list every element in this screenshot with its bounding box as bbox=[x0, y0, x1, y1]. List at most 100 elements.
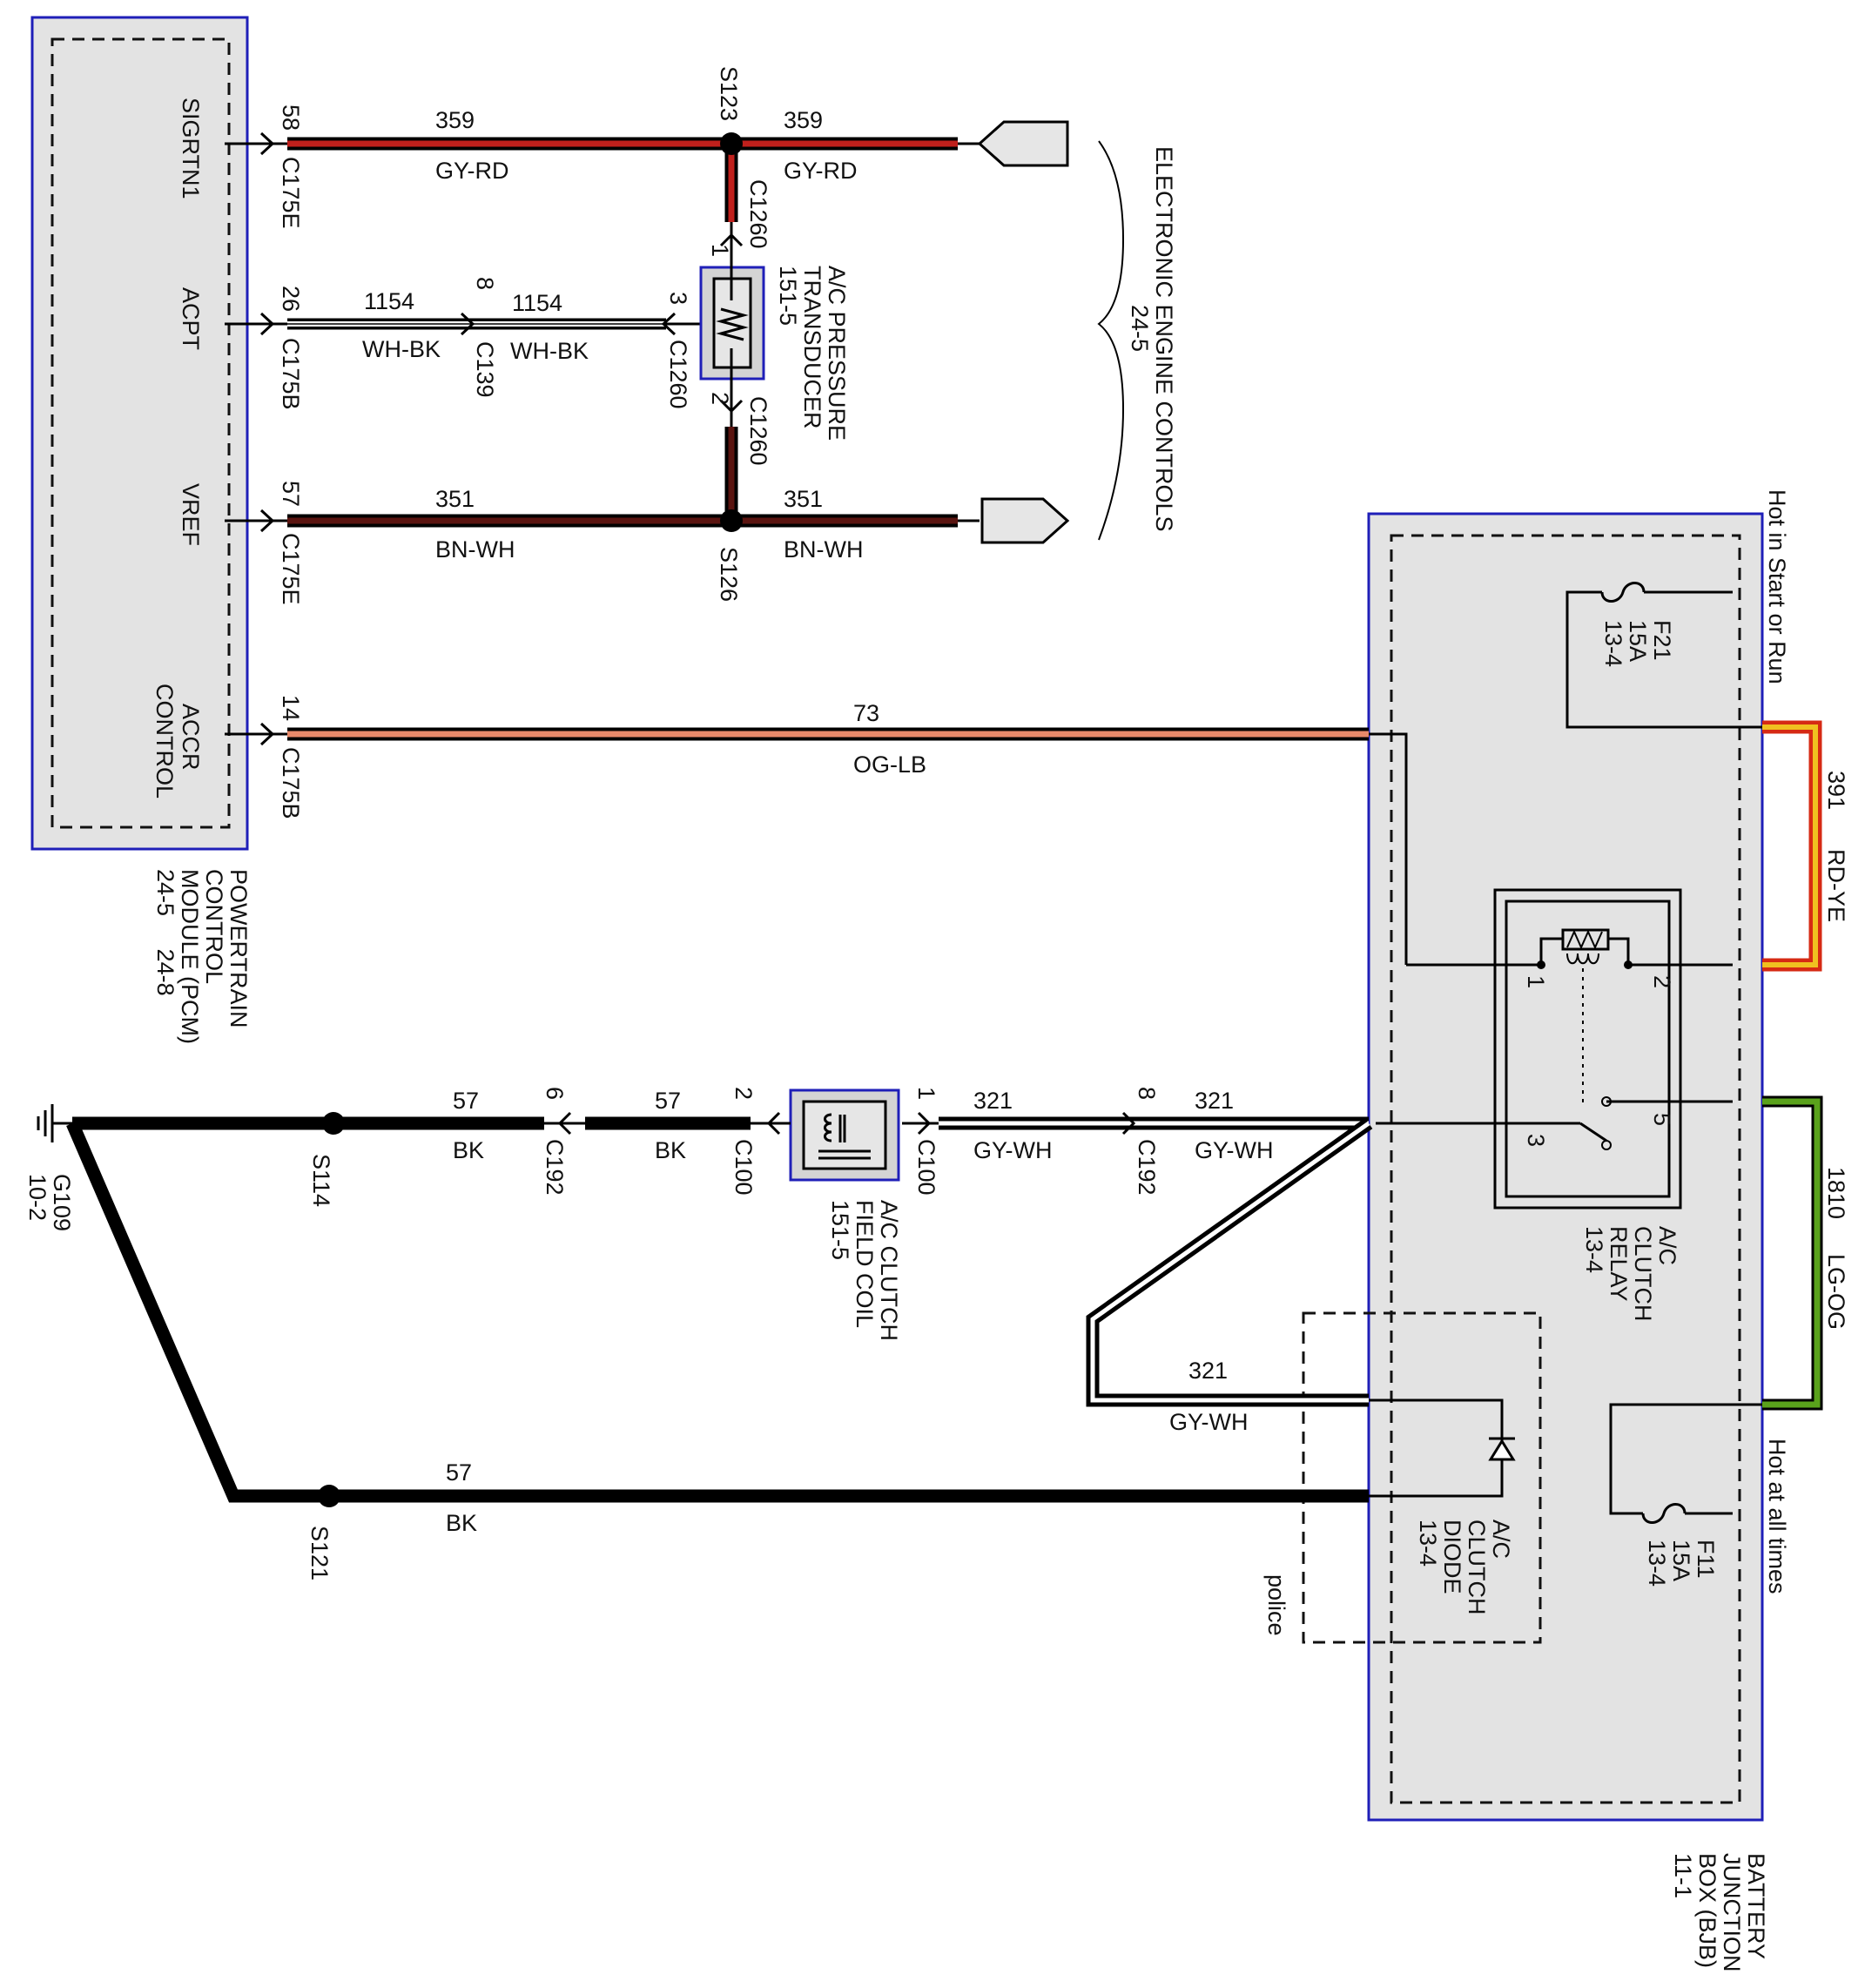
c139-label: C139 bbox=[472, 341, 498, 398]
fuse-f11-icon bbox=[1641, 1503, 1687, 1524]
wire-321-color-2: GY-WH bbox=[1195, 1137, 1274, 1163]
transducer-name-2: TRANSDUCER bbox=[799, 266, 825, 429]
wire-351-circuit-right: 351 bbox=[784, 486, 823, 512]
pcm-pin-stubs bbox=[225, 131, 287, 746]
pcm-pin-vref: VREF bbox=[178, 483, 204, 546]
pcm-box bbox=[30, 16, 249, 851]
wire-321-circuit-2: 321 bbox=[1195, 1088, 1234, 1114]
relay-name-4: 13-4 bbox=[1581, 1226, 1607, 1273]
wire-57-circuit-2: 57 bbox=[655, 1088, 681, 1114]
pcm-pin-58: 58 bbox=[278, 104, 304, 131]
pcm-module: SIGRTN1 ACPT VREF ACCR CONTROL POWERTRAI… bbox=[30, 16, 252, 1044]
bjb-name-1: BATTERY bbox=[1743, 1853, 1769, 1959]
fuse-f11-ref: 13-4 bbox=[1644, 1540, 1670, 1587]
pcm-pin-57: 57 bbox=[278, 481, 304, 507]
wire-1154-color-right: WH-BK bbox=[510, 338, 589, 364]
ac-pressure-transducer: A/C PRESSURE TRANSDUCER 151-5 bbox=[699, 266, 850, 441]
police-label: police bbox=[1263, 1574, 1289, 1636]
pcm-connector-labels: 58 C175E 26 C175B 57 C175E 14 C175B bbox=[278, 104, 304, 819]
clutch-coil-name-3: 151-5 bbox=[827, 1200, 853, 1260]
fuse-f11-rating: 15A bbox=[1668, 1540, 1694, 1581]
ground-icon bbox=[37, 1104, 54, 1142]
diode-name-3: DIODE bbox=[1439, 1520, 1465, 1594]
pcm-name-4: 24-5 24-8 bbox=[152, 869, 178, 996]
wire-359-circuit-left: 359 bbox=[435, 107, 475, 133]
ground-name: G109 bbox=[49, 1174, 75, 1231]
s114-label: S114 bbox=[308, 1154, 334, 1207]
pcm-conn-c175e-2: C175E bbox=[278, 533, 304, 605]
pcm-conn-c175b-2: C175B bbox=[278, 747, 304, 819]
diode-name-2: CLUTCH bbox=[1464, 1520, 1490, 1615]
c192-label-bk: C192 bbox=[542, 1139, 568, 1196]
wire-351-circuit-left: 351 bbox=[435, 486, 475, 512]
relay-pin-1: 1 bbox=[1523, 975, 1549, 988]
diode-icon bbox=[1488, 1439, 1516, 1461]
pcm-pin-accr-2: CONTROL bbox=[151, 684, 178, 799]
ground-ref: 10-2 bbox=[24, 1174, 50, 1221]
wire-391-circuit: 391 bbox=[1823, 771, 1849, 810]
fuse-f21-icon bbox=[1600, 582, 1646, 603]
wire-57-color-2: BK bbox=[655, 1137, 686, 1163]
eec-name-2: 24-5 bbox=[1127, 305, 1153, 352]
wire-351-color-left: BN-WH bbox=[435, 536, 515, 563]
pcm-name-2: CONTROL bbox=[201, 869, 227, 984]
fuse-f11: F11 15A 13-4 bbox=[1609, 1403, 1733, 1587]
pcm-pin-sigrtn1: SIGRTN1 bbox=[178, 98, 204, 199]
c1260-pin-3: 3 bbox=[665, 292, 691, 305]
wire-321-circuit-1: 321 bbox=[973, 1088, 1013, 1114]
pcm-pin-accr-1: ACCR bbox=[178, 704, 204, 771]
pcm-name-1: POWERTRAIN bbox=[226, 869, 252, 1028]
pcm-pin-26: 26 bbox=[278, 286, 304, 312]
bjb-name-4: 11-1 bbox=[1670, 1853, 1696, 1898]
bjb-hot-start-run: Hot in Start or Run bbox=[1764, 489, 1790, 684]
fuse-f21-ref: 13-4 bbox=[1600, 620, 1626, 667]
clutch-coil-name-2: FIELD COIL bbox=[852, 1200, 878, 1328]
splice-s114 bbox=[322, 1112, 345, 1135]
wire-1810-circuit: 1810 bbox=[1823, 1167, 1849, 1219]
c192-pin-6: 6 bbox=[542, 1087, 568, 1100]
bjb-name-2: JUNCTION bbox=[1719, 1853, 1745, 1972]
clutch-coil-icon bbox=[824, 1113, 832, 1142]
wire-321: 321 GY-WH 321 GY-WH 321 GY-WH 8 C192 1 C… bbox=[902, 1087, 1373, 1435]
wire-57-color-1: BK bbox=[453, 1137, 484, 1163]
eec-connector-bottom bbox=[980, 497, 1070, 544]
wire-1154-circuit-right: 1154 bbox=[512, 290, 562, 316]
wire-73-internal bbox=[1369, 732, 1408, 965]
fuse-f11-name: F11 bbox=[1693, 1540, 1719, 1579]
wire-57-color-3: BK bbox=[446, 1510, 477, 1536]
fuse-f21-rating: 15A bbox=[1625, 620, 1651, 662]
wire-359-circuit-right: 359 bbox=[784, 107, 823, 133]
wire-321-color-3: GY-WH bbox=[1169, 1409, 1249, 1435]
fuse-f21: F21 15A 13-4 bbox=[1565, 582, 1733, 729]
transducer-pin-1: 1 bbox=[707, 244, 733, 257]
bjb-hot-all-times: Hot at all times bbox=[1764, 1439, 1790, 1594]
eec-name-1: ELECTRONIC ENGINE CONTROLS bbox=[1151, 146, 1177, 532]
c100-label-right: C100 bbox=[913, 1139, 939, 1196]
pcm-pin-acpt: ACPT bbox=[178, 287, 204, 350]
eec-connectors: ELECTRONIC ENGINE CONTROLS 24-5 bbox=[977, 120, 1177, 544]
c100-pin-1: 1 bbox=[913, 1087, 939, 1100]
wire-57-circuit-1: 57 bbox=[453, 1088, 479, 1114]
pcm-pin-14: 14 bbox=[278, 695, 304, 721]
relay-name-3: RELAY bbox=[1606, 1226, 1632, 1302]
s121-label: S121 bbox=[306, 1526, 333, 1580]
wire-1154-color-left: WH-BK bbox=[362, 336, 441, 362]
relay-name-1: A/C bbox=[1654, 1226, 1680, 1265]
relay-name-2: CLUTCH bbox=[1630, 1226, 1656, 1322]
splice-s121 bbox=[318, 1485, 340, 1507]
relay-pin-3: 3 bbox=[1523, 1134, 1549, 1147]
wire-359-color-left: GY-RD bbox=[435, 158, 509, 184]
bjb-name-3: BOX (BJB) bbox=[1694, 1853, 1720, 1968]
ac-clutch-relay: 1 2 3 5 A/C CLUTCH RELAY 13-4 bbox=[1376, 888, 1733, 1322]
wire-359-color-right: GY-RD bbox=[784, 158, 858, 184]
pcm-conn-c175b-1: C175B bbox=[278, 338, 304, 410]
pcm-inner-dashed bbox=[50, 37, 231, 829]
bjb-inner-dashed bbox=[1390, 534, 1741, 1804]
bjb-box bbox=[1367, 512, 1764, 1822]
wire-391: 391 RD-YE bbox=[1733, 720, 1849, 972]
wire-1810-color: LG-OG bbox=[1823, 1254, 1849, 1330]
wire-321-circuit-3: 321 bbox=[1188, 1358, 1228, 1384]
clutch-coil-name-1: A/C CLUTCH bbox=[876, 1200, 902, 1341]
